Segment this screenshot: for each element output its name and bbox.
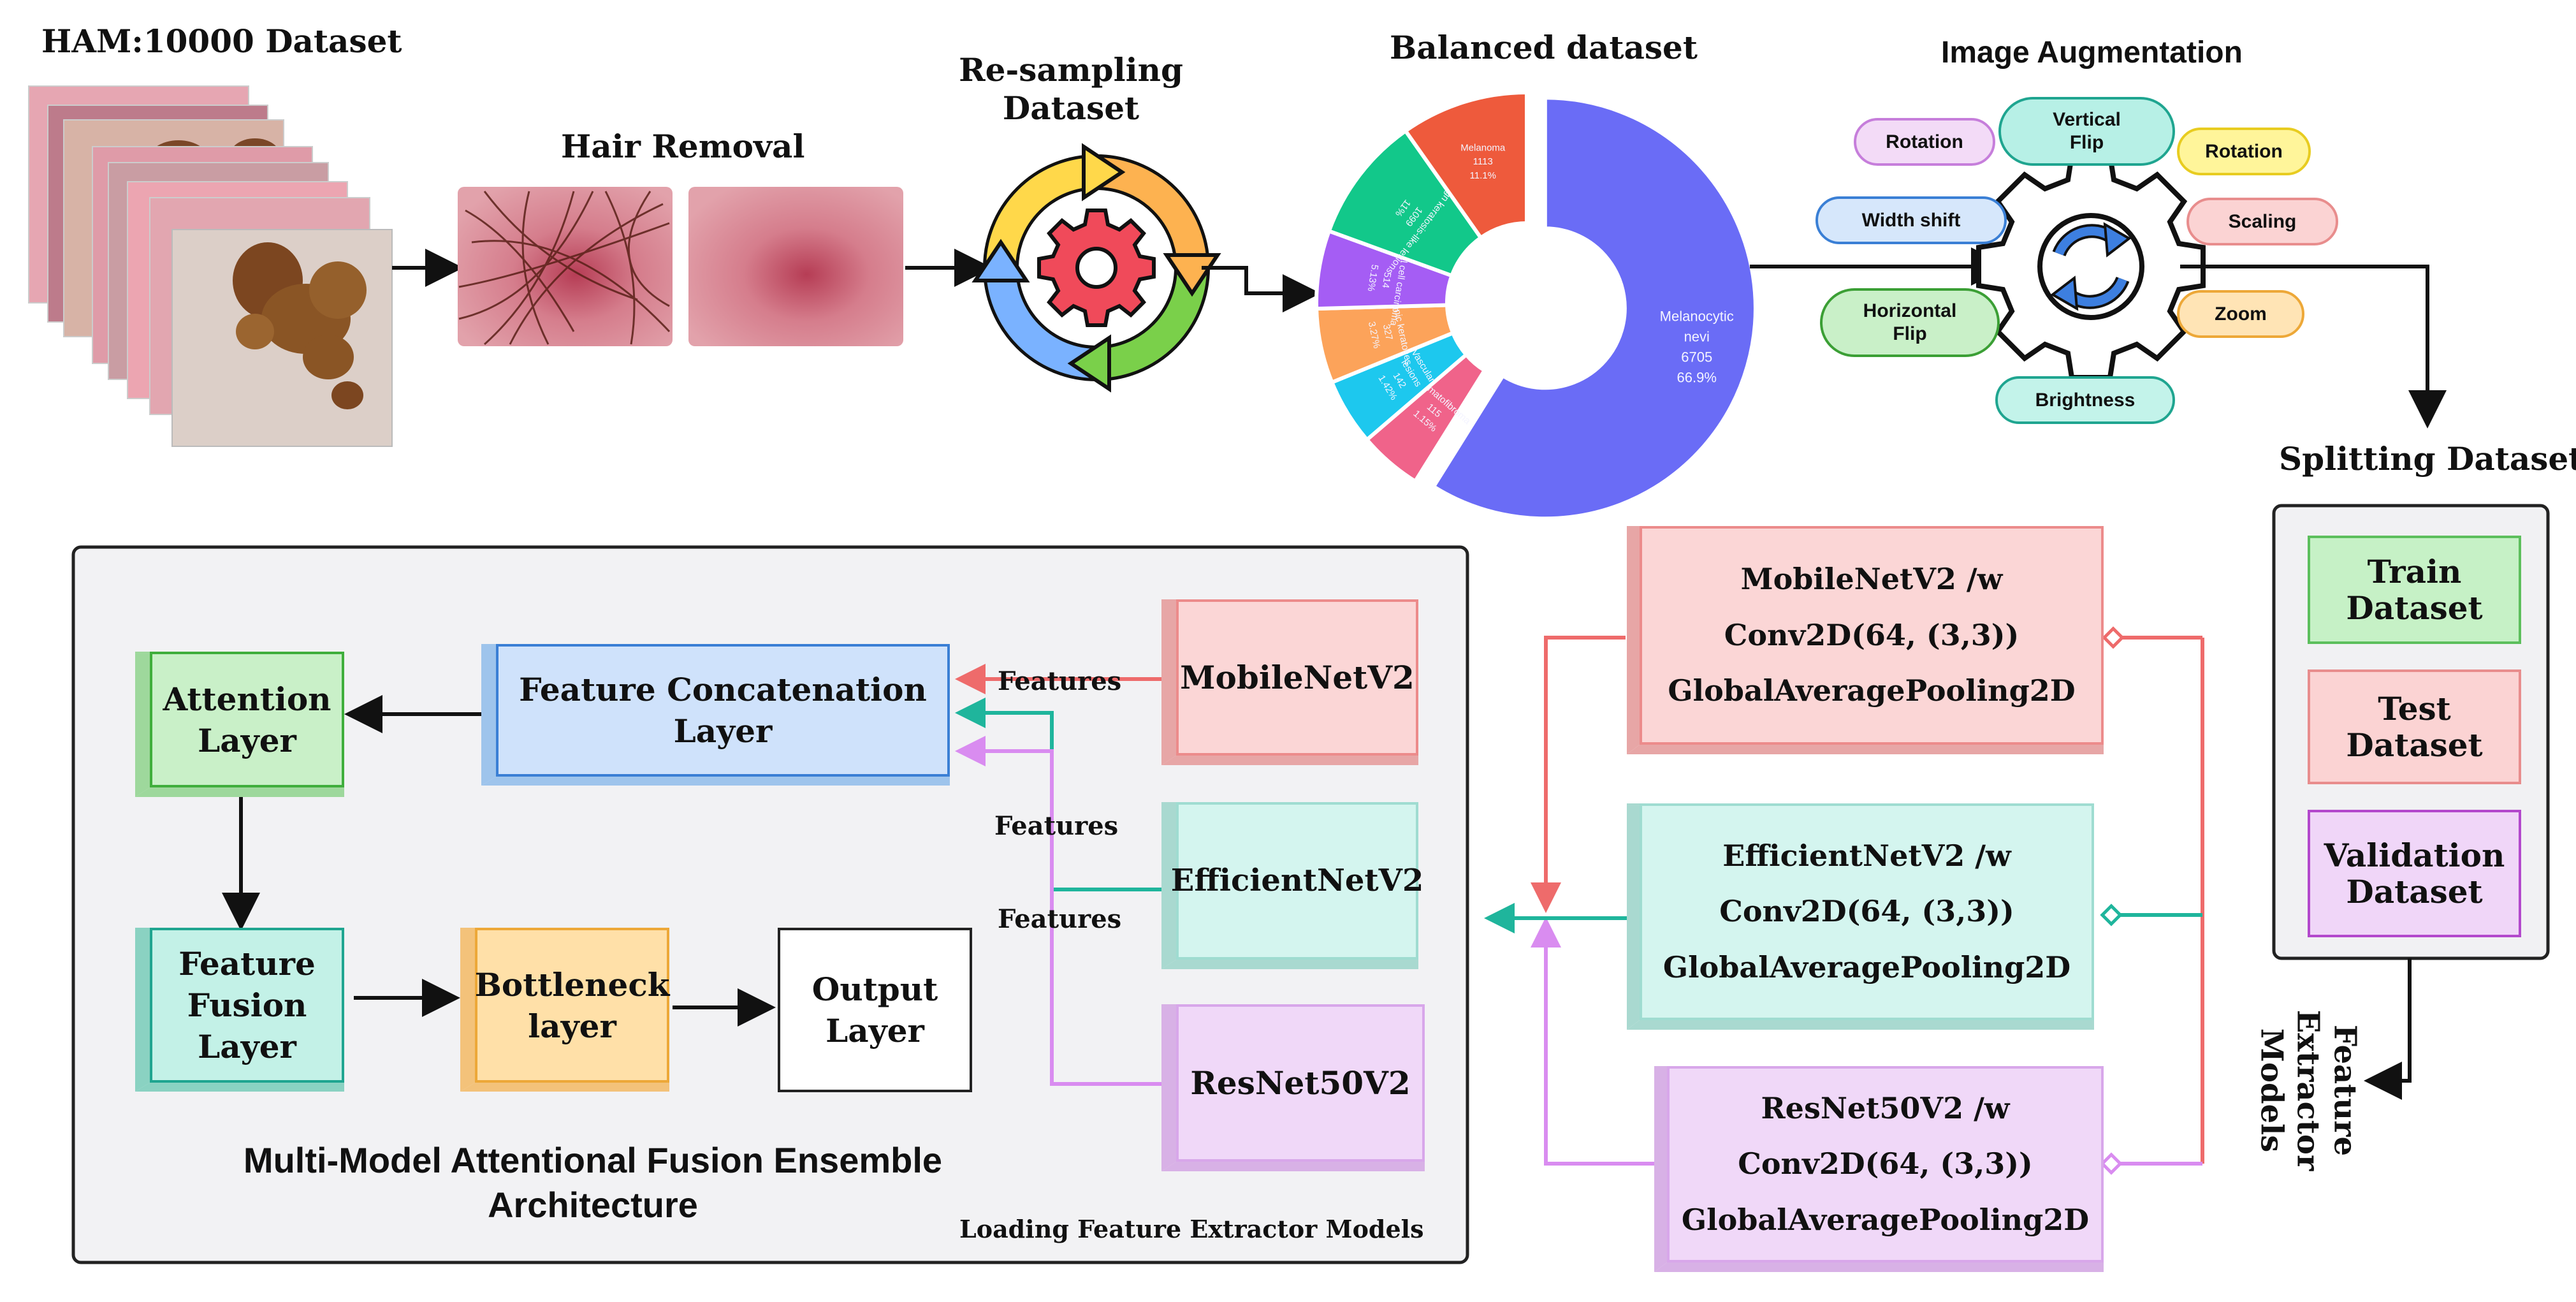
- efficientnet-extractor-line-1: EfficientNetV2 /w: [1722, 838, 2011, 873]
- fusion-line-1: Feature: [178, 945, 316, 983]
- aug-zoom-pill: Zoom: [2177, 290, 2304, 338]
- architecture-arrows: [222, 664, 1161, 1086]
- output-line-2: Layer: [826, 1012, 924, 1050]
- architecture-title-line-1: Multi-Model Attentional Fusion Ensemble: [243, 1140, 943, 1180]
- mobilenet-extractor-line-2: Conv2D(64, (3,3)): [1724, 617, 2019, 652]
- aug-rotation-pill: Rotation: [1854, 118, 1995, 166]
- validation-line-2: Dataset: [2346, 873, 2483, 911]
- architecture-title: Multi-Model Attentional Fusion Ensemble …: [178, 1138, 1007, 1227]
- aug-horizontal-flip-line-2: Flip: [1893, 323, 1927, 344]
- test-line-2: Dataset: [2346, 726, 2483, 764]
- validation-line-1: Validation: [2324, 836, 2505, 874]
- balanced-dataset-title: Balanced dataset: [1390, 29, 1698, 66]
- pie-slice: [1430, 96, 1757, 521]
- aug-vertical-flip-line-2: Flip: [2069, 132, 2104, 153]
- loading-models-label: Loading Feature Extractor Models: [959, 1215, 1424, 1243]
- features-label-3: Features: [998, 904, 1122, 934]
- mobilenet-extractor-box: MobileNetV2 /w Conv2D(64, (3,3)) GlobalA…: [1640, 526, 2104, 745]
- aug-width-shift-pill: Width shift: [1816, 196, 2007, 244]
- fe-line-3: Models: [2253, 1028, 2290, 1153]
- test-line-1: Test: [2378, 689, 2451, 728]
- pie-slice: [1402, 90, 1529, 241]
- hair-removal-images: [458, 187, 903, 346]
- feature-extractor-models-label: Feature Extractor Models: [2253, 995, 2363, 1186]
- efficientnet-model-box: EfficientNetV2: [1171, 802, 1423, 960]
- mobilenet-extractor-line-1: MobileNetV2 /w: [1740, 562, 2003, 597]
- pie-slice: [1326, 128, 1484, 279]
- arrow-resampling-to-balanced: [1202, 266, 1321, 312]
- resnet-extractor-line-1: ResNet50V2 /w: [1761, 1090, 2010, 1125]
- aug-vertical-flip-pill: Vertical Flip: [1998, 97, 2175, 166]
- efficientnet-extractor-line-2: Conv2D(64, (3,3)): [1719, 894, 2014, 929]
- mobilenet-extractor-line-3: GlobalAveragePooling2D: [1668, 673, 2076, 708]
- resampling-cycle-icon: [971, 143, 1221, 393]
- fusion-line-2: Fusion: [187, 986, 307, 1024]
- aug-vertical-flip-line-1: Vertical: [2053, 109, 2121, 130]
- resampling-title: Re-sampling Dataset: [943, 51, 1198, 128]
- efficientnet-extractor-line-3: GlobalAveragePooling2D: [1663, 949, 2071, 984]
- fe-line-2: Extractor: [2290, 1009, 2326, 1171]
- bottleneck-line-1: Bottleneck: [474, 965, 670, 1004]
- ham-image-stack: [28, 85, 393, 447]
- augmentation-title: Image Augmentation: [1941, 36, 2243, 69]
- hair-removal-title: Hair Removal: [561, 128, 805, 165]
- train-line-2: Dataset: [2346, 589, 2483, 627]
- bottleneck-line-2: layer: [528, 1007, 616, 1045]
- mobilenet-model-box: MobileNetV2: [1176, 599, 1418, 756]
- augmentation-gear-icon: [1976, 153, 2206, 380]
- aug-brightness-pill: Brightness: [1995, 376, 2175, 424]
- features-label-2: Features: [994, 811, 1119, 841]
- output-layer-box: Output Layer: [778, 928, 972, 1092]
- attention-layer-box: Attention Layer: [150, 652, 344, 787]
- architecture-title-line-2: Architecture: [488, 1185, 698, 1225]
- arrow-splitting-to-extractors: [2364, 958, 2412, 1100]
- resnet-extractor-line-2: Conv2D(64, (3,3)): [1738, 1146, 2033, 1181]
- feature-fusion-box: Feature Fusion Layer: [150, 928, 344, 1083]
- splitting-title: Splitting Dataset: [2279, 440, 2576, 478]
- fusion-line-3: Layer: [198, 1028, 296, 1065]
- resnet-model-box: ResNet50V2: [1176, 1004, 1425, 1162]
- features-label-1: Features: [998, 666, 1122, 696]
- train-line-1: Train: [2367, 552, 2462, 590]
- resnet-extractor-line-3: GlobalAveragePooling2D: [1681, 1202, 2090, 1237]
- ham-dataset-title: HAM:10000 Dataset: [41, 22, 402, 60]
- aug-rotation-2-pill: Rotation: [2177, 128, 2311, 175]
- efficientnet-extractor-box: EfficientNetV2 /w Conv2D(64, (3,3)) Glob…: [1640, 803, 2094, 1020]
- aug-horizontal-flip-line-1: Horizontal: [1863, 300, 1957, 321]
- attention-line-1: Attention: [163, 680, 331, 718]
- attention-line-2: Layer: [198, 721, 296, 759]
- arrow-augmentation-to-splitting: [2180, 265, 2447, 428]
- output-line-1: Output: [811, 970, 938, 1008]
- test-dataset-box: Test Dataset: [2308, 669, 2521, 784]
- extractor-connectors: [1484, 626, 2204, 1175]
- resampling-title-line-1: Re-sampling: [959, 51, 1183, 89]
- box-depth-faces: [135, 526, 2104, 1272]
- concat-line-2: Layer: [673, 712, 773, 750]
- resampling-title-line-2: Dataset: [1002, 89, 1140, 127]
- fe-line-1: Feature: [2327, 1025, 2363, 1156]
- feature-concatenation-box: Feature Concatenation Layer: [496, 644, 950, 777]
- resnet-extractor-box: ResNet50V2 /w Conv2D(64, (3,3)) GlobalAv…: [1667, 1066, 2104, 1262]
- aug-scaling-pill: Scaling: [2187, 198, 2338, 245]
- aug-horizontal-flip-pill: Horizontal Flip: [1820, 288, 2000, 357]
- train-dataset-box: Train Dataset: [2308, 536, 2521, 644]
- bottleneck-layer-box: Bottleneck layer: [475, 928, 669, 1083]
- concat-line-1: Feature Concatenation: [519, 671, 927, 708]
- validation-dataset-box: Validation Dataset: [2308, 810, 2521, 937]
